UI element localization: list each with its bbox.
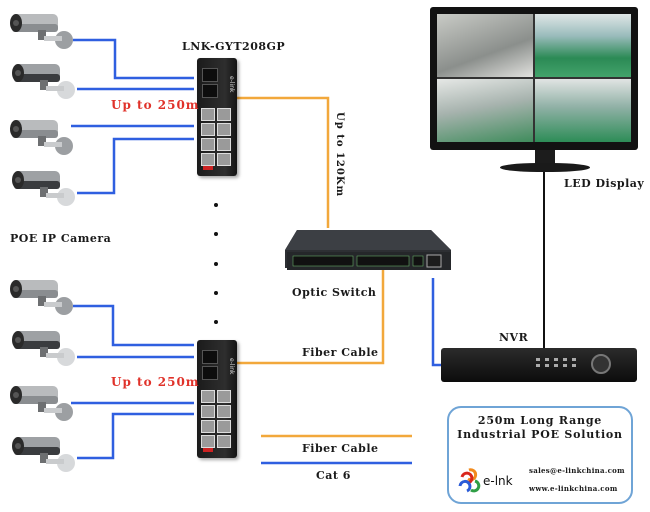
camera-1: [10, 14, 73, 49]
nvr: [441, 348, 637, 382]
fiber-cable-link-label: Fiber Cable: [302, 346, 379, 359]
cat6-link-camera-4: [77, 137, 194, 195]
camera-group-label: POE IP Camera: [10, 232, 112, 245]
ellipsis-dot: [214, 291, 218, 295]
monitor-base: [500, 163, 590, 172]
contact-website[interactable]: www.e-linkchina.com: [529, 484, 618, 493]
status-tag: [203, 448, 213, 452]
cat6-link-camera-5: [73, 304, 194, 347]
poe-switch-top: e-link: [197, 58, 237, 176]
sfp-port: [202, 68, 218, 82]
nvr-label: NVR: [499, 331, 529, 344]
legend-fiber-label: Fiber Cable: [302, 442, 379, 455]
brand-name: e-lnk: [483, 474, 513, 488]
display-screen: [437, 14, 631, 142]
camera-2: [12, 64, 75, 99]
poe-switch-bottom: e-link: [197, 340, 237, 458]
rj45-ports: [201, 108, 231, 166]
nvr-buttons: [536, 358, 578, 367]
sfp-port: [202, 366, 218, 380]
led-display-label: LED Display: [564, 177, 645, 190]
camera-5: [10, 280, 73, 315]
camera-8: [12, 437, 75, 472]
ellipsis-dot: [214, 320, 218, 324]
ellipsis-dot: [214, 232, 218, 236]
fiber-distance-label: Up to 120Km: [334, 112, 345, 198]
solution-title-line1: 250m Long Range: [477, 414, 603, 427]
sfp-port: [202, 350, 218, 364]
camera-7: [10, 386, 73, 421]
rj45-ports: [201, 390, 231, 448]
sfp-port: [202, 84, 218, 98]
cat6-link-nvr: [431, 278, 441, 367]
e-link-logo-icon: [458, 468, 481, 493]
top-switch-model-label: LNK-GYT208GP: [182, 40, 286, 53]
nvr-dial: [591, 354, 611, 374]
camera-3: [10, 120, 73, 155]
camera-4: [12, 171, 75, 206]
optic-switch: [285, 230, 451, 270]
camera-6: [12, 331, 75, 366]
monitor-stand: [535, 150, 555, 166]
legend-cat6-label: Cat 6: [316, 469, 351, 482]
status-tag: [203, 166, 213, 170]
cat6-link-camera-8: [77, 412, 194, 460]
solution-info-box: 250m Long Range Industrial POE Solution …: [447, 406, 633, 504]
camera-feed: [535, 79, 631, 142]
brand-mark: e-link: [228, 76, 235, 93]
solution-title-line2: Industrial POE Solution: [457, 428, 623, 441]
cat6-link-camera-1: [73, 38, 194, 80]
optic-switch-label: Optic Switch: [292, 286, 377, 299]
range-label-top: Up to 250m: [111, 98, 200, 112]
brand-mark: e-link: [228, 358, 235, 375]
ellipsis-dot: [214, 262, 218, 266]
fiber-link-bottom: [236, 270, 385, 365]
ellipsis-dot: [214, 203, 218, 207]
contact-email[interactable]: sales@e-linkchina.com: [529, 466, 625, 475]
range-label-bottom: Up to 250m: [111, 375, 200, 389]
solution-title: 250m Long Range Industrial POE Solution: [449, 414, 631, 442]
fiber-link-top: [236, 96, 330, 228]
led-display: [430, 7, 638, 150]
camera-feed: [535, 14, 631, 77]
camera-feed: [437, 79, 533, 142]
camera-feed: [437, 14, 533, 77]
